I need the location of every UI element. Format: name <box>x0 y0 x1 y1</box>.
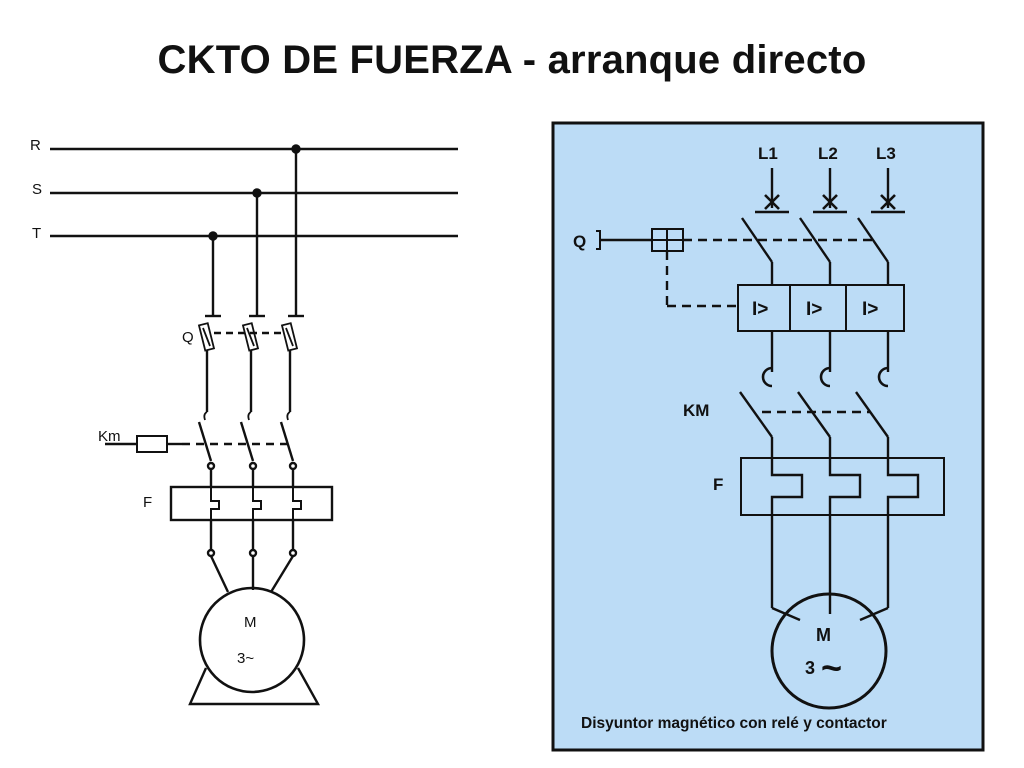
contactor-km-left <box>105 421 295 462</box>
motor-phase-symbol-right: ~ <box>821 647 842 688</box>
right-schematic <box>596 168 945 710</box>
trip-symbol-1: I> <box>752 299 768 320</box>
left-schematic <box>50 144 458 706</box>
breaker-q-left <box>197 322 299 352</box>
motor-phase-number-right: 3 <box>805 658 815 678</box>
contactor-label-right: KM <box>683 401 709 420</box>
right-diagram-panel <box>551 121 985 752</box>
trip-symbol-2: I> <box>806 299 822 320</box>
breaker-label-right: Q <box>573 232 586 251</box>
phase-label-t: T <box>32 225 41 242</box>
thermal-relay-f-left <box>169 485 334 522</box>
isolator-marks <box>755 194 905 214</box>
motor-label-right: M <box>816 625 831 645</box>
phase-label-r: R <box>30 137 41 154</box>
breaker-label-left: Q <box>182 329 194 346</box>
motor-label-left: M <box>244 614 257 631</box>
motor-left <box>188 586 321 706</box>
contactor-km-right <box>739 391 889 438</box>
right-diagram-caption: Disyuntor magnético con relé y contactor <box>581 715 887 732</box>
thermal-relay-f-right <box>740 457 945 516</box>
breaker-q-right <box>596 217 890 308</box>
relay-label-left: F <box>143 494 152 511</box>
line-label-l3: L3 <box>876 144 896 163</box>
phase-label-s: S <box>32 181 42 198</box>
line-label-l2: L2 <box>818 144 838 163</box>
line-label-l1: L1 <box>758 144 778 163</box>
magnetic-trip-block <box>737 284 905 332</box>
motor-phase-left: 3~ <box>237 650 254 667</box>
motor-right <box>770 592 888 710</box>
slide-title: CKTO DE FUERZA - arranque directo <box>157 38 867 82</box>
relay-label-right: F <box>713 475 723 494</box>
contactor-label-left: Km <box>98 428 121 445</box>
trip-symbol-3: I> <box>862 299 878 320</box>
